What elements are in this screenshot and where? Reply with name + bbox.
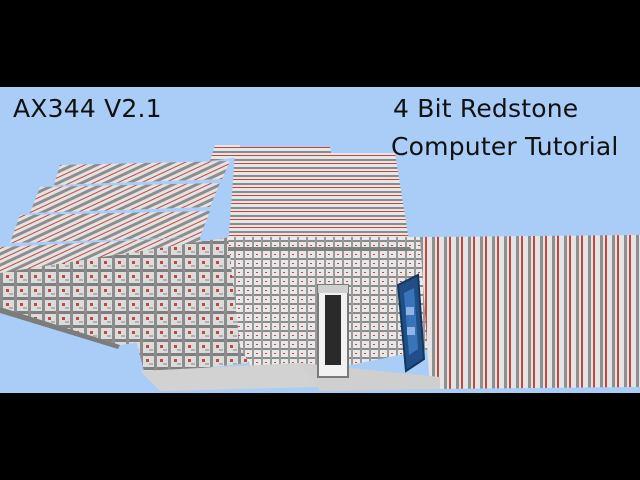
- game-viewport: [0, 87, 640, 393]
- letterbox-top: [0, 0, 640, 87]
- number-screen: [396, 273, 426, 373]
- tutorial-title-line2: Computer Tutorial: [391, 132, 619, 161]
- display-monitor: [317, 284, 349, 378]
- build-title: AX344 V2.1: [13, 94, 162, 123]
- redstone-build-scene: [0, 145, 640, 391]
- tutorial-title-line1: 4 Bit Redstone: [393, 94, 579, 123]
- letterbox-bottom: [0, 393, 640, 480]
